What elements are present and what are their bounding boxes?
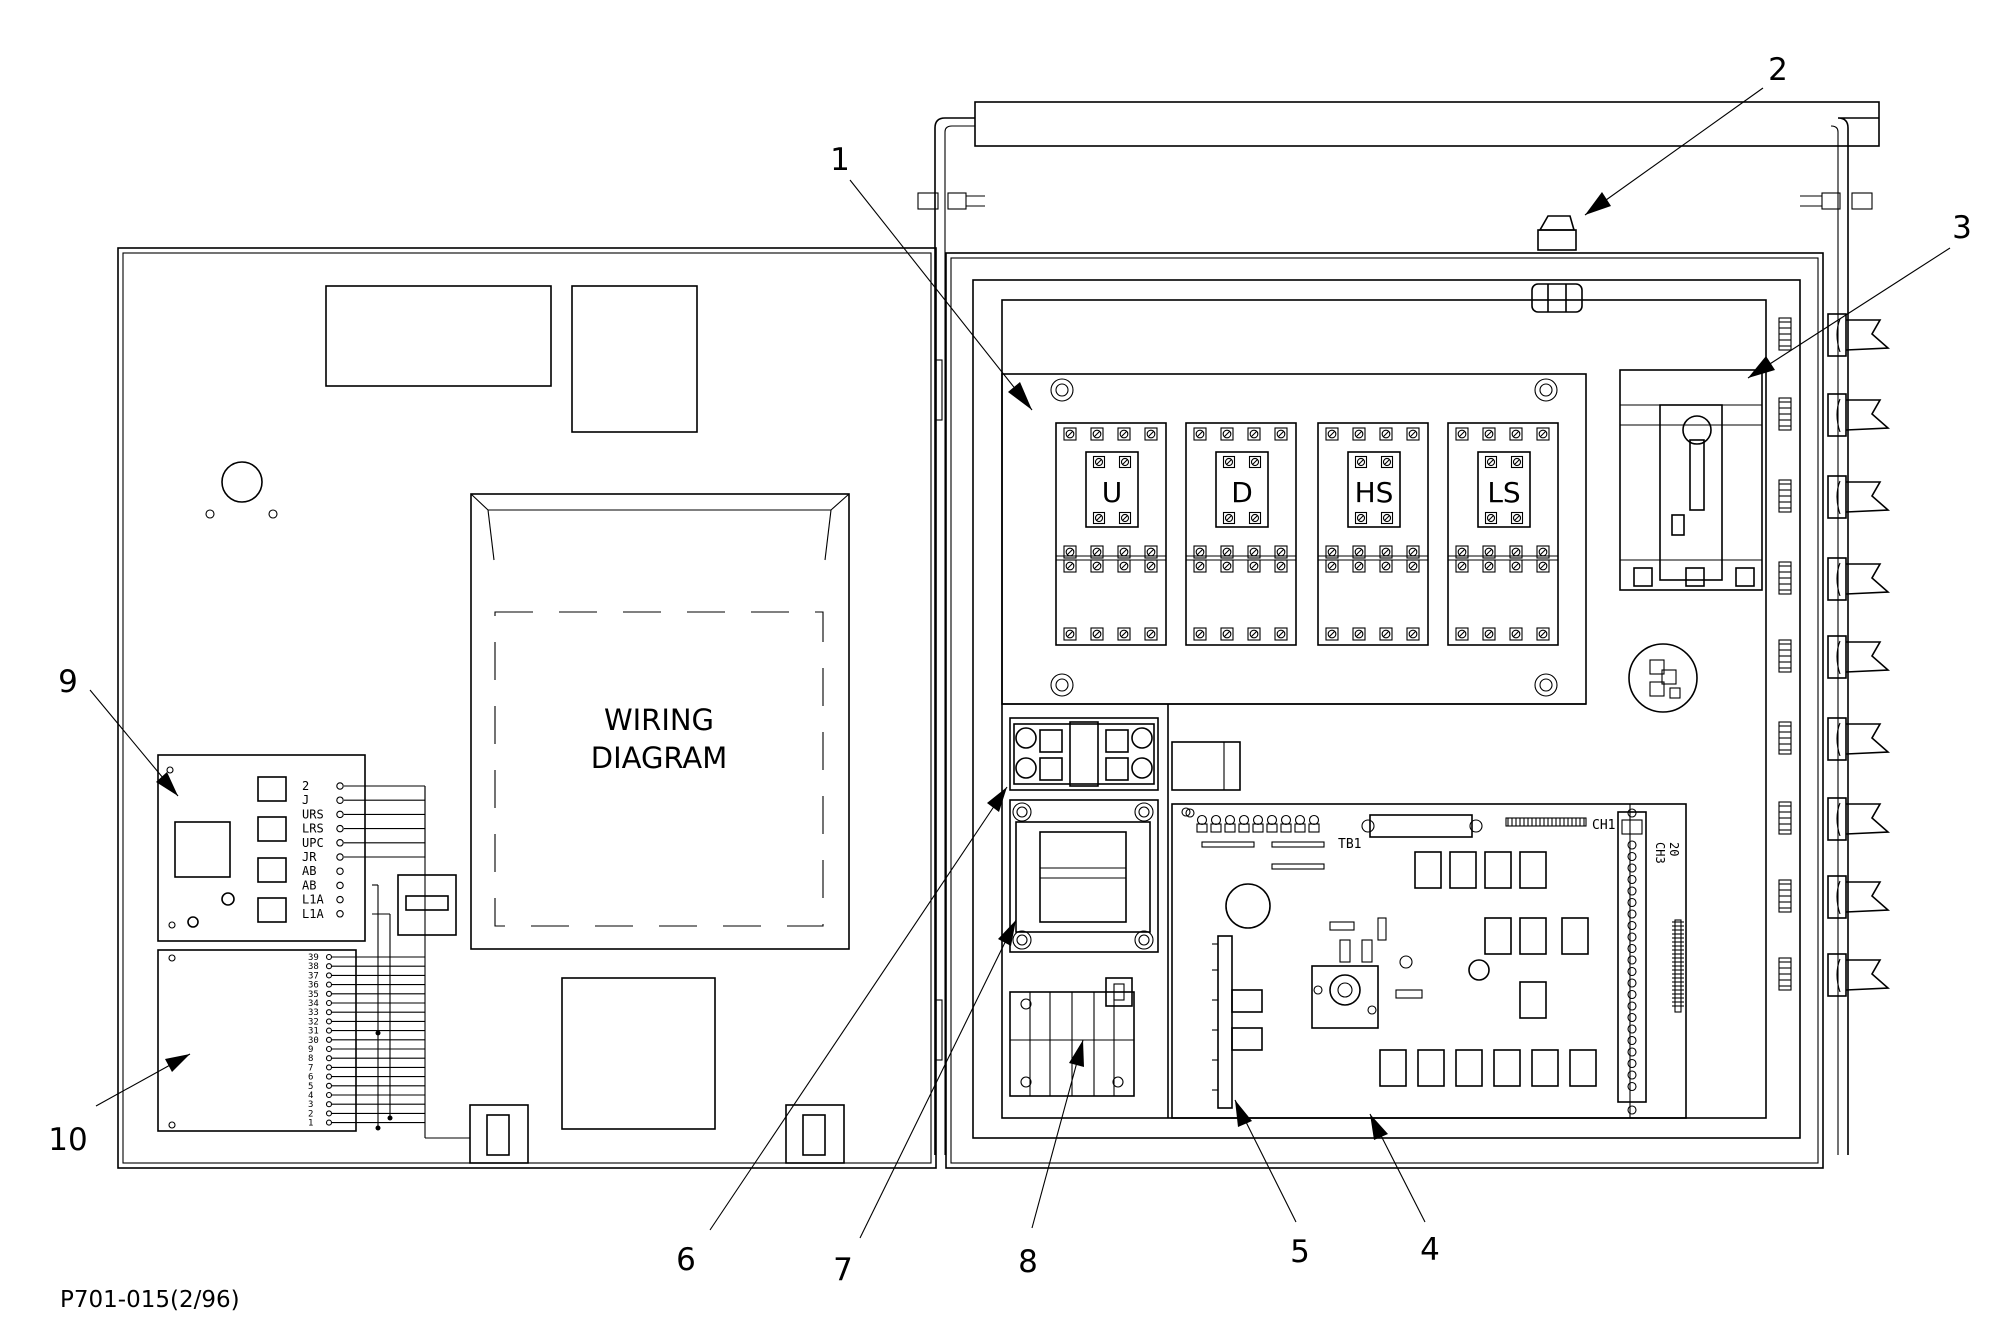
module-9-board [157, 754, 366, 942]
side-conduit-connectors [1778, 313, 1891, 997]
terminal-label: 34 [308, 999, 319, 1009]
fuse-block [1009, 717, 1159, 791]
terminal-label: 7 [308, 1063, 313, 1073]
relay-block [1171, 741, 1241, 791]
conduit-connector [1778, 313, 1891, 357]
terminal-label: 32 [308, 1017, 319, 1027]
terminal-label: JR [302, 850, 317, 864]
terminal-label: LRS [302, 822, 324, 836]
ch1-label: CH1 [1592, 818, 1615, 833]
wiring-diagram-label: WIRING [604, 703, 714, 737]
conduit-connector [1778, 875, 1891, 919]
terminal-label: L1A [302, 907, 324, 921]
terminal-label: AB [302, 878, 316, 892]
terminal-label: 1 [308, 1119, 313, 1129]
contactor-u: U [1055, 422, 1167, 646]
terminal-label: UPC [302, 836, 324, 850]
callout-leaders [89, 87, 1951, 1239]
terminal-label: 37 [308, 971, 319, 981]
door-bottom-plate [561, 977, 716, 1130]
tb1-label: TB1 [1338, 837, 1361, 852]
conduit-connector [1778, 953, 1891, 997]
transformer [1009, 799, 1159, 953]
terminal-label: URS [302, 807, 324, 821]
conduit-fitting [1531, 215, 1583, 313]
ch3-sub-label: 20 [1667, 842, 1681, 856]
conduit-connector [1778, 635, 1891, 679]
drawing-id: P701-015(2/96) [60, 1287, 240, 1313]
tb1-terminals [1181, 807, 1325, 870]
controller-board: TB1 CH1 [1171, 803, 1687, 1119]
contactor-d: D [1185, 422, 1297, 646]
contactor-label: D [1231, 476, 1253, 509]
door-latch-2 [785, 1104, 845, 1164]
terminal-label: 3 [308, 1100, 313, 1110]
conduit-connector [1778, 557, 1891, 601]
enclosure-body: U D HS LS [917, 101, 1891, 1169]
contactor-label: U [1102, 476, 1123, 509]
callout-3: 3 [1952, 210, 1972, 246]
terminal-label: 5 [308, 1082, 313, 1092]
terminal-label: 6 [308, 1073, 313, 1083]
callout-2: 2 [1768, 52, 1788, 88]
wiring-diagram-pocket: WIRING DIAGRAM [470, 493, 850, 950]
callout-6: 6 [676, 1242, 696, 1278]
terminal-label: 35 [308, 990, 319, 1000]
wiring-diagram-label-2: DIAGRAM [591, 741, 728, 775]
ch3-label: CH3 [1653, 842, 1667, 864]
conduit-connector [1778, 717, 1891, 761]
contactor-hs: HS [1317, 422, 1429, 646]
terminal-label: 38 [308, 962, 319, 972]
door-label-plate-small [571, 285, 698, 433]
conduit-connector [1778, 797, 1891, 841]
terminal-label: L1A [302, 893, 324, 907]
terminal-label: 8 [308, 1054, 313, 1064]
terminal-label: J [302, 793, 309, 807]
terminal-label: 36 [308, 981, 319, 991]
ground-lug [1628, 643, 1698, 713]
contactor-label: LS [1487, 476, 1520, 509]
callout-8: 8 [1018, 1244, 1038, 1280]
callout-numbers: 1 2 3 4 5 6 7 8 9 10 [48, 52, 1972, 1288]
door-latch [469, 1104, 529, 1164]
terminal-label: 31 [308, 1027, 319, 1037]
contactor-bank: U D HS LS [1055, 422, 1559, 646]
terminal-label: 2 [308, 1109, 313, 1119]
ch3-terminals [1627, 840, 1637, 1092]
terminal-label: 2 [302, 779, 309, 793]
callout-5: 5 [1290, 1234, 1310, 1270]
terminal-label: 30 [308, 1036, 319, 1046]
terminal-label: 9 [308, 1045, 313, 1055]
cable-clamp [397, 874, 457, 936]
terminal-label: 33 [308, 1008, 319, 1018]
callout-9: 9 [58, 664, 78, 700]
conduit-connector [1778, 393, 1891, 437]
door-label-plate [325, 285, 552, 387]
terminal-label: 4 [308, 1091, 313, 1101]
callout-10: 10 [48, 1122, 87, 1158]
callout-1: 1 [830, 142, 850, 178]
contactor-ls: LS [1447, 422, 1559, 646]
knockout-hole [221, 461, 263, 503]
top-handle [974, 101, 1880, 147]
circuit-breaker [1619, 369, 1763, 591]
plug-in-card [1212, 935, 1263, 1109]
module-10-board [157, 949, 357, 1132]
terminal-label: AB [302, 864, 316, 878]
contactor-label: HS [1355, 476, 1394, 509]
conduit-connector [1778, 475, 1891, 519]
terminal-label: 39 [308, 953, 319, 963]
callout-4: 4 [1420, 1232, 1440, 1268]
door-wiring-bundle [372, 785, 470, 1139]
callout-7: 7 [833, 1252, 853, 1288]
terminal-strip-8 [1009, 977, 1135, 1097]
